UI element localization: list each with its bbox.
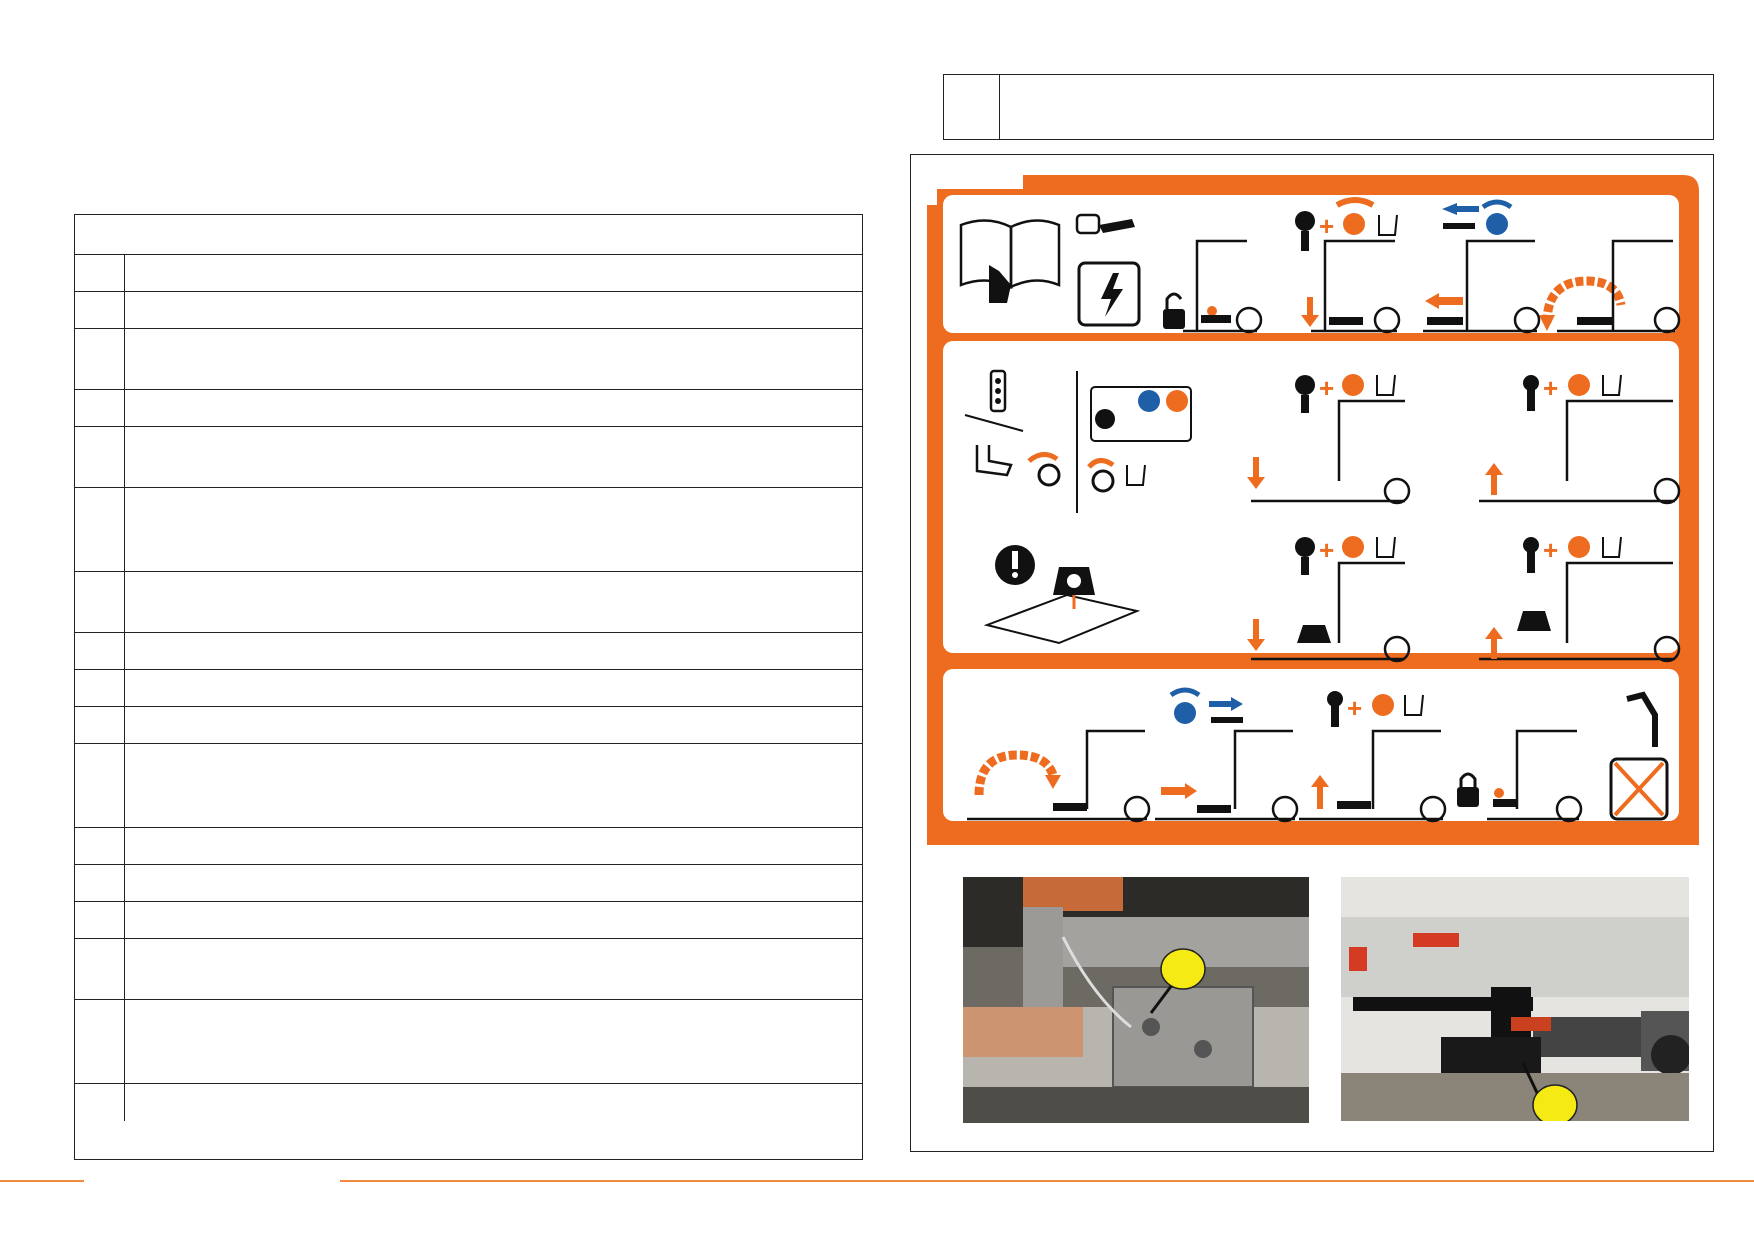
remote-control-icon [964, 369, 1024, 432]
table-row [75, 329, 862, 390]
no-power-icon [1609, 691, 1669, 821]
table-row [75, 1000, 862, 1084]
table-row [75, 670, 862, 707]
table-row [75, 488, 862, 572]
closed-padlock-icon [1457, 772, 1479, 807]
table-row [75, 255, 862, 292]
footer-line-left [0, 1180, 84, 1182]
truck-diagram-7 [1251, 561, 1411, 663]
extend-icon [1169, 687, 1243, 724]
truck-diagram-3 [1423, 239, 1541, 334]
step-number [75, 488, 125, 571]
table-row [75, 390, 862, 427]
step-number [75, 902, 125, 938]
warning-icon [995, 545, 1035, 585]
truck-diagram-10 [1155, 729, 1299, 823]
step-number [75, 744, 125, 827]
table-row [75, 744, 862, 828]
step-number [75, 427, 125, 487]
electric-hazard-icon [1077, 261, 1141, 327]
section-number [944, 75, 1000, 139]
truck-diagram-5 [1251, 399, 1411, 505]
table-row [75, 828, 862, 865]
load-weight-icon [983, 567, 1141, 645]
step-number [75, 572, 125, 632]
svg-text:+: + [1319, 535, 1334, 565]
steps-table-header [75, 215, 862, 255]
table-row [75, 427, 862, 488]
table-row [75, 865, 862, 902]
svg-text:+: + [1543, 373, 1558, 403]
truck-diagram-8 [1479, 561, 1681, 663]
table-row [75, 707, 862, 744]
table-row [75, 939, 862, 1000]
step-number [75, 1084, 125, 1121]
photo-lock-detail [963, 877, 1309, 1123]
step-number [75, 707, 125, 743]
svg-text:+: + [1319, 373, 1334, 403]
table-row [75, 1084, 862, 1121]
manual-book-icon [959, 219, 1061, 303]
step-number [75, 865, 125, 901]
truck-diagram-9 [967, 729, 1151, 823]
svg-text:+: + [1543, 535, 1558, 565]
step-number [75, 828, 125, 864]
footer-line-right [340, 1180, 1754, 1182]
steps-table [74, 214, 863, 1160]
truck-diagram-6 [1479, 399, 1681, 505]
photo-tail-lift-truck [1341, 877, 1689, 1121]
raise-control-icon: + [1327, 691, 1424, 727]
open-padlock-icon [1163, 292, 1185, 329]
step-number [75, 1000, 125, 1083]
step-number [75, 329, 125, 389]
foot-pedal-icon [975, 445, 1061, 487]
truck-diagram-11 [1299, 729, 1447, 823]
hand-icon [1378, 214, 1398, 236]
instruction-frame: + [910, 154, 1714, 1152]
step-number [75, 939, 125, 999]
fold-arrow-icon [974, 750, 1061, 796]
lower-control-icon [1295, 211, 1315, 251]
step-number [75, 670, 125, 706]
key-switch-icon [1075, 213, 1135, 235]
step-number [75, 633, 125, 669]
callout-marker-2 [1532, 1084, 1578, 1121]
joystick-icon [1087, 386, 1192, 493]
unfold-arrow-icon [1539, 276, 1626, 331]
table-row [75, 902, 862, 939]
truck-diagram-12 [1487, 729, 1583, 823]
section-header-box [943, 74, 1714, 140]
table-row [75, 633, 862, 670]
retract-icon [1442, 199, 1513, 235]
callout-marker-1 [1160, 948, 1206, 990]
svg-text:+: + [1319, 211, 1334, 241]
instruction-pictogram-board: + [927, 175, 1699, 845]
table-row [75, 572, 862, 633]
step-number [75, 292, 125, 328]
truck-diagram-4 [1557, 239, 1681, 334]
table-row [75, 292, 862, 329]
truck-diagram-1 [1183, 239, 1263, 334]
step-number [75, 390, 125, 426]
truck-diagram-2 [1311, 239, 1401, 334]
svg-text:+: + [1347, 693, 1362, 723]
step-number [75, 255, 125, 291]
